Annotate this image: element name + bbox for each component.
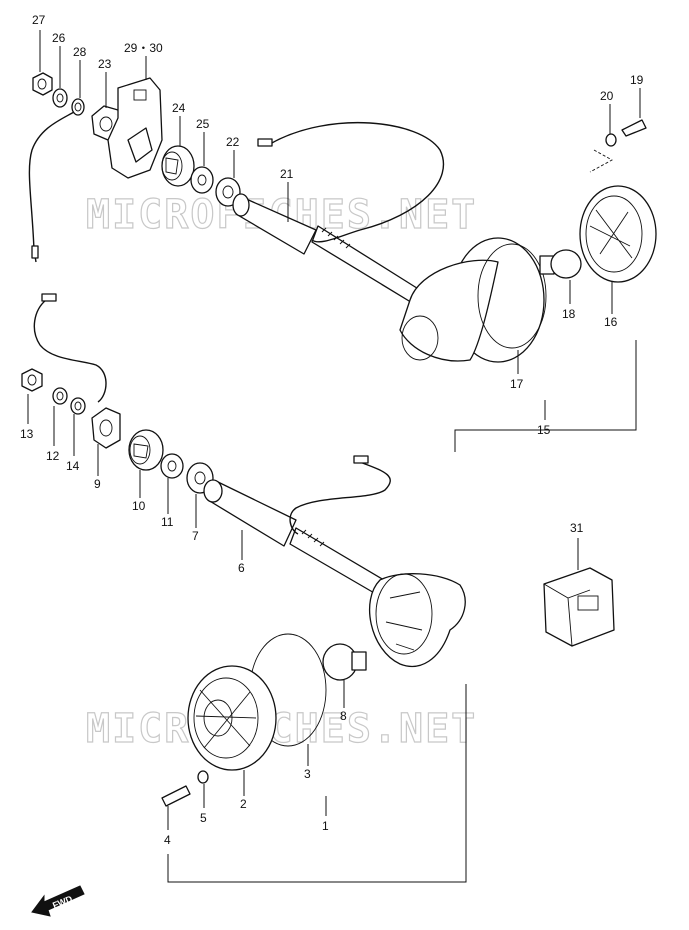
label-27: 27: [32, 13, 46, 27]
part-18-bulb: [539, 249, 582, 279]
label-25: 25: [196, 117, 210, 131]
part-5-washer: [197, 770, 209, 784]
ground-wire-upper: [28, 111, 75, 263]
screw-guide-upper: [589, 149, 613, 173]
label-15: 15: [537, 423, 551, 437]
label-8: 8: [340, 709, 347, 723]
label-17: 17: [510, 377, 524, 391]
part-17-seal: [477, 243, 547, 349]
label-29-30: 29・30: [124, 41, 163, 55]
part-8-bulb: [322, 643, 367, 681]
part-17-housing: [399, 237, 545, 363]
label-20: 20: [600, 89, 614, 103]
label-19: 19: [630, 73, 644, 87]
label-4: 4: [164, 833, 171, 847]
label-10: 10: [132, 499, 146, 513]
label-23: 23: [98, 57, 112, 71]
part-1-housing: [368, 573, 466, 668]
part-12-washer: [52, 387, 68, 405]
part-31-flasher-relay: [543, 567, 615, 647]
part-27-nut: [32, 72, 53, 96]
label-12: 12: [46, 449, 60, 463]
label-13: 13: [20, 427, 34, 441]
ground-wire-lower: [33, 299, 107, 403]
part-2-lens: [187, 665, 277, 771]
part-21-stem-cover: [232, 193, 317, 255]
part-13-nut: [21, 368, 43, 392]
part-16-lens: [579, 185, 657, 283]
label-14: 14: [66, 459, 80, 473]
part-6-stem-cover: [203, 479, 297, 547]
part-20-washer: [605, 133, 617, 147]
part-29-30-bracket: [107, 77, 163, 179]
label-1: 1: [322, 819, 329, 833]
wire-upper: [269, 121, 445, 243]
wire-lower: [289, 461, 391, 535]
part-19-screw: [621, 119, 647, 137]
part-28-washer: [71, 98, 85, 116]
part-9-socket: [91, 407, 121, 449]
part-labels: 27 26 28 23 29・30 24 25 22 21 19 20 18 1…: [20, 13, 644, 847]
wire-terminal-upper: [31, 245, 39, 259]
label-16: 16: [604, 315, 618, 329]
label-21: 21: [280, 167, 294, 181]
label-6: 6: [238, 561, 245, 575]
label-28: 28: [73, 45, 87, 59]
label-3: 3: [304, 767, 311, 781]
fwd-label: FWD: [51, 893, 74, 910]
part-14-washer: [70, 397, 86, 415]
label-22: 22: [226, 135, 240, 149]
part-11-washer: [160, 453, 184, 479]
part-10-grommet: [128, 429, 164, 471]
part-25-washer: [190, 166, 214, 194]
label-31: 31: [570, 521, 584, 535]
fwd-arrow-icon: FWD: [31, 885, 85, 917]
label-5: 5: [200, 811, 207, 825]
label-26: 26: [52, 31, 66, 45]
label-18: 18: [562, 307, 576, 321]
wire-terminal-upper-2: [257, 138, 273, 147]
part-4-screw: [161, 785, 191, 807]
wire-terminal-lower-2: [353, 455, 369, 464]
lower-stem: [289, 527, 385, 595]
label-2: 2: [240, 797, 247, 811]
label-24: 24: [172, 101, 186, 115]
part-24-grommet: [161, 145, 195, 187]
label-11: 11: [161, 515, 174, 529]
part-26-washer: [52, 88, 68, 108]
label-7: 7: [192, 529, 199, 543]
wire-terminal-lower: [41, 293, 57, 302]
leader-lines: [27, 30, 641, 883]
label-9: 9: [94, 477, 101, 491]
